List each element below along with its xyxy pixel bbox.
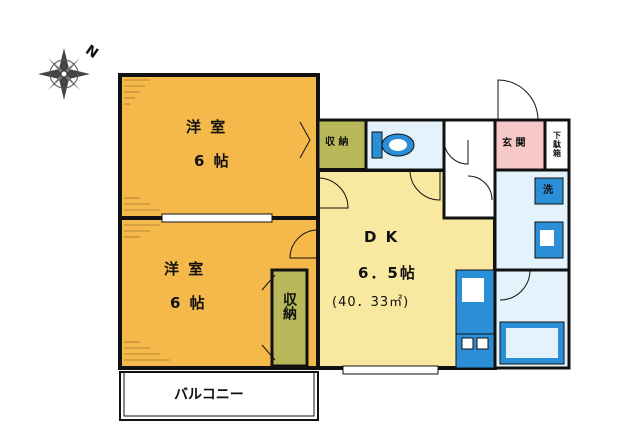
dk-size: 6．5帖 <box>358 264 417 282</box>
bathtub-icon <box>499 321 565 365</box>
dk-name: D K <box>364 228 400 246</box>
floor-hatching <box>124 79 170 361</box>
kitchen-sink-icon <box>455 269 495 335</box>
washbasin-icon <box>534 221 564 259</box>
western-room-2-name: 洋 室 <box>164 260 206 278</box>
storage-side <box>270 268 309 368</box>
storage-side-label: 収納 <box>281 292 297 320</box>
washer-label: 洗 <box>543 185 553 196</box>
entrance-door <box>497 79 539 121</box>
shoe-box-label: 下駄箱 <box>553 131 561 158</box>
balcony-label: バルコニー <box>174 387 244 403</box>
compass-rose-icon <box>38 48 90 100</box>
compass-north-label: N <box>82 42 101 62</box>
stove-icon <box>455 333 495 369</box>
shoe-box <box>543 118 571 172</box>
entrance <box>493 118 547 172</box>
storage-top-label: 収 納 <box>325 137 349 148</box>
entrance-label: 玄 関 <box>502 138 526 149</box>
balcony <box>119 371 319 421</box>
toilet-icon <box>371 131 415 159</box>
windows <box>161 213 439 375</box>
door-swings <box>261 121 531 361</box>
western-room-1-name: 洋 室 <box>186 118 228 136</box>
dk-area: (40．33㎡) <box>332 295 410 310</box>
western-room-2-size: 6 帖 <box>170 294 207 312</box>
western-room-1 <box>118 73 320 220</box>
storage-top <box>316 118 368 172</box>
washer-icon <box>534 177 564 205</box>
western-room-1-size: 6 帖 <box>194 152 231 170</box>
hallway <box>442 118 497 220</box>
